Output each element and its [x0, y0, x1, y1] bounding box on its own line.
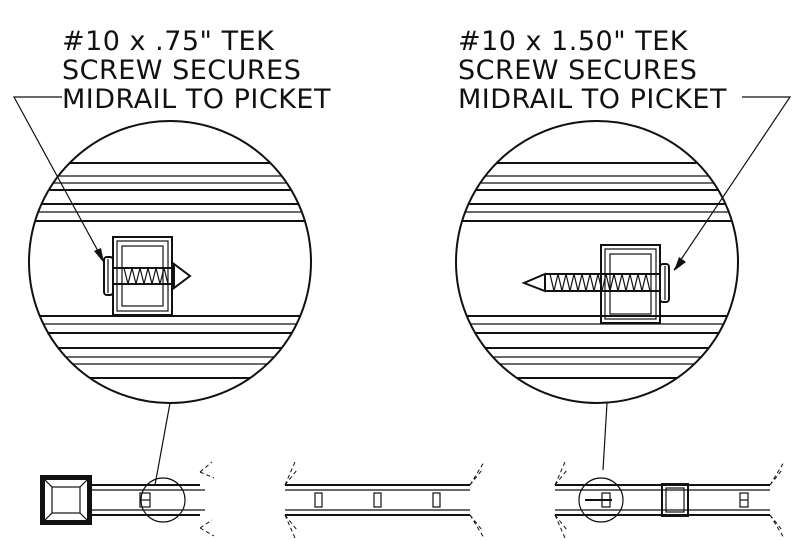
- elevation-post-section: [40, 461, 215, 537]
- callout-right: #10 x 1.50" TEK SCREW SECURES MIDRAIL TO…: [458, 27, 727, 114]
- picket-right: [600, 244, 661, 324]
- detail-connector-left: [154, 402, 171, 486]
- callout-left-line3: MIDRAIL TO PICKET: [62, 84, 331, 115]
- screw-head-right: [659, 263, 670, 303]
- callout-right-line2: SCREW SECURES: [458, 55, 698, 86]
- leader-left: [12, 96, 105, 263]
- elevation-picket-section: [554, 461, 785, 539]
- screw-shank-right: [521, 272, 660, 293]
- callout-right-line1: #10 x 1.50" TEK: [458, 26, 688, 57]
- leader-right: [673, 96, 792, 271]
- screw-head-left: [103, 256, 114, 296]
- callout-left-line2: SCREW SECURES: [62, 55, 302, 86]
- callout-right-line3: MIDRAIL TO PICKET: [458, 84, 727, 115]
- detail-circle-left: [28, 120, 312, 404]
- screw-shank-left: [113, 262, 192, 290]
- midrail-profile-left: [29, 162, 311, 379]
- detail-circle-right: [455, 120, 739, 404]
- elevation-middle-section: [284, 461, 485, 539]
- callout-left: #10 x .75" TEK SCREW SECURES MIDRAIL TO …: [62, 27, 331, 114]
- detail-connector-right: [602, 402, 608, 471]
- callout-left-line1: #10 x .75" TEK: [62, 26, 275, 57]
